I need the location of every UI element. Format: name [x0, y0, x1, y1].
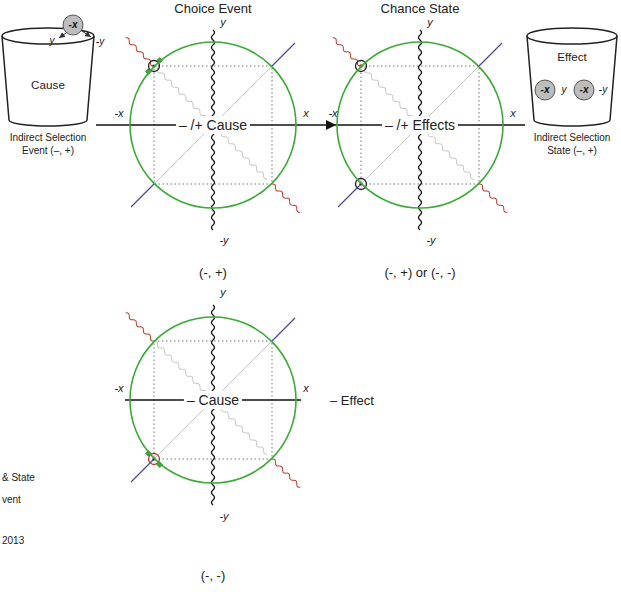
cause-cup: CauseIndirect Selection Event (–, +)-x: [0, 28, 96, 128]
axis-label: -y: [219, 235, 228, 246]
axis-label: x: [303, 108, 309, 119]
marble-ball: -x: [62, 14, 84, 36]
axis-decoration: [332, 30, 509, 230]
state-label: (-, +): [199, 266, 227, 279]
flow-arrow: [297, 124, 336, 126]
ball-outline: [63, 15, 83, 35]
direction-label: -y: [599, 85, 607, 95]
axis-connector: [96, 124, 129, 126]
fragment-text: & State: [2, 473, 35, 483]
ball-label: -x: [580, 84, 589, 96]
axis-decoration: [125, 305, 302, 505]
axis-label: -x: [114, 108, 123, 119]
stage-title: Choice Event: [174, 2, 251, 15]
state-marker: [356, 61, 367, 190]
effect-cup: EffectIndirect Selection State (–, +)-x-…: [525, 28, 619, 128]
cup-label: Effect: [525, 50, 619, 63]
direction-arrow: [59, 33, 66, 38]
ball-label: -x: [541, 84, 550, 96]
ball-outline: [535, 80, 555, 100]
circle-label: – /+ Effects: [382, 116, 458, 134]
axis-label: x: [303, 383, 309, 394]
state-label: (-, -): [201, 569, 226, 582]
cup-label: Cause: [0, 78, 96, 91]
circle-outline: [130, 42, 296, 208]
axis-label: x: [510, 108, 516, 119]
cup-shape: [525, 28, 619, 128]
axis-decoration: [125, 30, 302, 230]
choice-circle: – /+ Cause: [129, 41, 297, 209]
circle-outline: [130, 317, 296, 483]
axis-label: y: [220, 17, 226, 28]
stage-title: Chance State: [381, 2, 460, 15]
ball-outline: [574, 80, 594, 100]
axis-label: -y: [219, 511, 228, 522]
circle-label: – Cause: [184, 391, 242, 409]
state-label: (-, +) or (-, -): [384, 266, 455, 279]
chance-circle: – /+ Effects: [336, 41, 504, 209]
axis-label: -x: [114, 383, 123, 394]
cup-rim: [527, 28, 617, 44]
direction-label: y: [562, 85, 567, 95]
circle-outline: [337, 42, 503, 208]
cup-caption: Indirect Selection Event (–, +): [0, 132, 98, 157]
marble-ball: -x: [534, 79, 556, 101]
axis-label: y: [220, 287, 226, 298]
ball-label: -x: [69, 19, 78, 31]
direction-label: -y: [96, 37, 104, 47]
marble-ball: -x: [573, 79, 595, 101]
direction-label: y: [50, 36, 55, 46]
circle-label: – /+ Cause: [176, 116, 250, 134]
fragment-text: vent: [2, 495, 21, 505]
axis-label: y: [427, 17, 433, 28]
axis-connector: [504, 124, 525, 126]
axis-label: -y: [426, 235, 435, 246]
cup-caption: Indirect Selection State (–, +): [523, 132, 621, 157]
cause-circle: – Cause: [129, 316, 297, 484]
axis-label: -x: [328, 108, 337, 119]
cup-body: [527, 36, 617, 126]
effect-label: – Effect: [330, 394, 374, 407]
fragment-text: 2013: [2, 536, 24, 546]
